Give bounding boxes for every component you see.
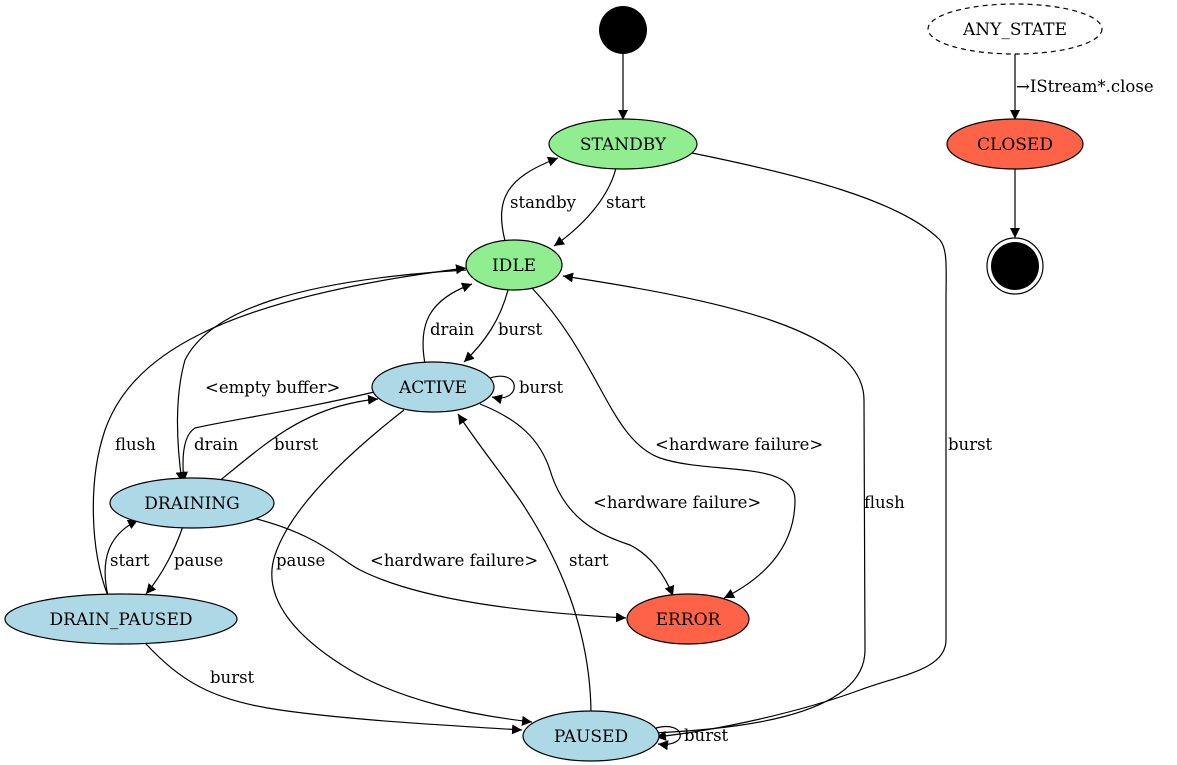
edge-idle-to-error [531, 287, 796, 599]
label-draining-to-error: <hardware failure> [370, 551, 538, 570]
label-active-to-idle: drain [430, 320, 475, 339]
state-paused-label: PAUSED [554, 727, 628, 747]
state-any-state[interactable]: ANY_STATE [927, 3, 1103, 55]
state-closed-label: CLOSED [977, 135, 1053, 155]
label-active-to-paused: pause [276, 551, 325, 570]
final-state [986, 237, 1044, 295]
label-idle-to-error: <hardware failure> [655, 435, 823, 454]
state-error[interactable]: ERROR [626, 593, 750, 645]
edge-standby-to-idle [553, 167, 617, 247]
label-active-to-draining: drain [194, 435, 239, 454]
edge-draining-to-drainpaused [145, 525, 184, 595]
initial-state-dot [599, 6, 647, 54]
label-anystate-to-closed: →IStream*.close [1016, 77, 1154, 96]
edge-active-to-error [479, 403, 675, 597]
label-active-self: burst [519, 378, 564, 397]
label-draining-to-active: burst [274, 435, 319, 454]
edge-active-to-paused [271, 409, 533, 726]
label-drainpaused-to-idle: flush [115, 435, 156, 454]
label-standby-to-paused: burst [948, 435, 993, 454]
edge-idle-to-standby [501, 156, 559, 242]
edge-idle-to-active [463, 289, 509, 363]
edge-active-to-idle [422, 282, 473, 365]
label-idle-to-draining: <empty buffer> [205, 378, 340, 397]
state-idle[interactable]: IDLE [465, 239, 563, 291]
state-draining[interactable]: DRAINING [109, 477, 275, 529]
edge-draining-to-error [252, 517, 627, 623]
state-drain-paused-label: DRAIN_PAUSED [50, 610, 193, 630]
state-standby[interactable]: STANDBY [548, 118, 698, 170]
edge-standby-to-paused [655, 152, 947, 741]
edge-paused-self [655, 726, 681, 751]
edge-idle-to-draining [175, 269, 467, 483]
edge-paused-to-idle [562, 272, 866, 734]
state-idle-label: IDLE [492, 256, 536, 276]
label-idle-to-active: burst [498, 320, 543, 339]
label-draining-to-drainpaused: pause [174, 551, 223, 570]
edge-drainpaused-to-paused [144, 642, 523, 735]
state-any-state-label: ANY_STATE [962, 20, 1067, 40]
state-error-label: ERROR [656, 610, 722, 630]
edge-draining-to-active [217, 394, 379, 483]
state-closed[interactable]: CLOSED [946, 118, 1084, 170]
label-paused-self: burst [684, 726, 729, 745]
edge-paused-to-active [457, 413, 592, 713]
edge-active-to-draining [178, 391, 375, 483]
state-active[interactable]: ACTIVE [371, 361, 495, 413]
state-paused[interactable]: PAUSED [522, 710, 660, 762]
edge-active-self [489, 375, 515, 405]
state-draining-label: DRAINING [144, 494, 239, 514]
edge-drainpaused-to-idle [92, 264, 467, 597]
state-drain-paused[interactable]: DRAIN_PAUSED [4, 593, 238, 645]
state-standby-label: STANDBY [580, 135, 667, 155]
edge-drainpaused-to-draining [104, 519, 139, 597]
label-standby-to-idle: start [606, 193, 646, 212]
label-active-to-error: <hardware failure> [593, 493, 761, 512]
label-paused-to-active: start [569, 551, 609, 570]
label-paused-to-idle: flush [864, 493, 905, 512]
label-drainpaused-to-paused: burst [210, 668, 255, 687]
label-idle-to-standby: standby [510, 193, 577, 212]
label-drainpaused-to-draining: start [110, 551, 150, 570]
state-active-label: ACTIVE [398, 378, 467, 398]
